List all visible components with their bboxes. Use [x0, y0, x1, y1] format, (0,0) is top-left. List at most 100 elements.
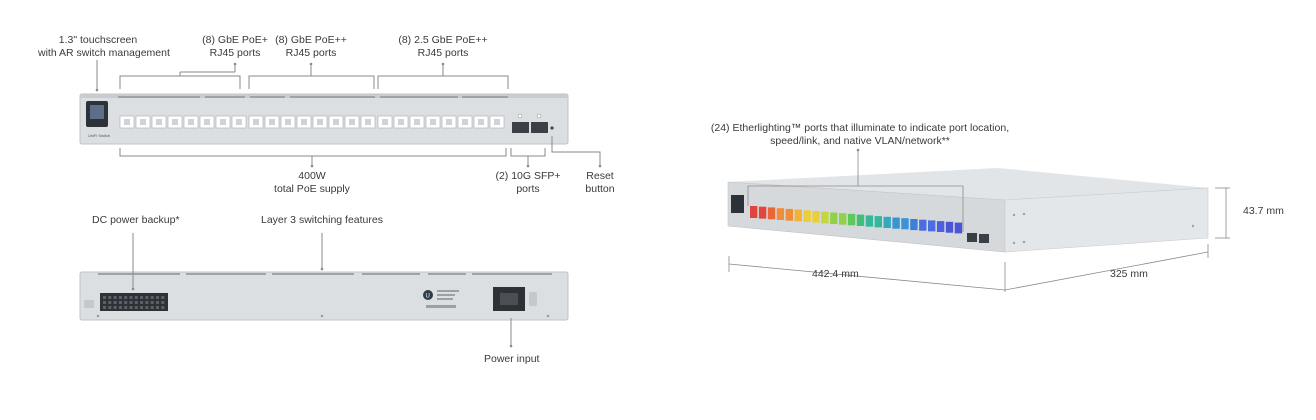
etherlighting-port: [750, 206, 758, 218]
rj45-port-contact: [269, 119, 275, 125]
rj45-port-contact: [317, 119, 323, 125]
power-input-label: Power input: [484, 353, 540, 365]
dc-pin: [108, 306, 112, 309]
etherlighting-port: [847, 213, 856, 226]
dc-pin: [150, 296, 154, 299]
rj45-port-contact: [446, 119, 452, 125]
svg-text:UniFi Switch: UniFi Switch: [88, 133, 110, 138]
rj45-port-contact: [365, 119, 371, 125]
dc-pin: [129, 296, 133, 299]
sfp-port-2[interactable]: [531, 122, 548, 133]
dc-pin: [103, 296, 106, 299]
front-vents: [118, 96, 508, 98]
rj45-port-contact: [156, 119, 162, 125]
etherlighting-port: [919, 219, 927, 231]
dc-pin: [140, 306, 144, 309]
sfp-label: (2) 10G SFP+ ports: [495, 170, 561, 195]
etherlighting-port: [883, 216, 891, 228]
dc-pin: [145, 296, 149, 299]
etherlighting-ports: [750, 206, 963, 234]
dc-pin: [140, 296, 144, 299]
rj45-port-contact: [333, 119, 339, 125]
etherlighting-port: [874, 216, 882, 228]
etherlighting-port: [812, 211, 820, 223]
reset-button[interactable]: [550, 126, 554, 130]
dc-pin: [161, 301, 165, 304]
etherlighting-port: [901, 218, 909, 230]
layer3-label: Layer 3 switching features: [261, 214, 383, 226]
dc-pin: [140, 301, 144, 304]
touchscreen-label: 1.3" touchscreen with AR switch manageme…: [38, 34, 170, 59]
dc-pin: [118, 296, 122, 299]
rj45-port-contact: [140, 119, 146, 125]
etherlighting-port: [954, 222, 963, 234]
rj45-port-contact: [430, 119, 436, 125]
etherlighting-port: [821, 211, 829, 224]
rj45-port-contact: [285, 119, 291, 125]
etherlighting-port: [839, 213, 847, 225]
dc-pin: [150, 301, 154, 304]
etherlighting-port: [794, 209, 802, 222]
dc-pin: [150, 306, 154, 309]
etherlighting-port: [910, 219, 918, 231]
dc-pin: [103, 301, 106, 304]
dc-pin: [134, 306, 138, 309]
etherlighting-port: [936, 221, 945, 232]
dc-pin: [129, 301, 133, 304]
dc-pin: [161, 296, 165, 299]
dc-pin: [145, 301, 149, 304]
rj45-port-contact: [301, 119, 307, 125]
dc-pin: [113, 301, 117, 304]
dc-pin: [118, 301, 122, 304]
dc-pin: [108, 296, 112, 299]
g25-poepp-label: (8) 2.5 GbE PoE++ RJ45 ports: [398, 34, 488, 59]
etherlighting-port: [776, 208, 785, 220]
front-rj45-ports: [119, 115, 505, 129]
etherlighting-port: [892, 217, 900, 229]
dc-pin: [156, 296, 159, 299]
dc-pin: [124, 306, 128, 309]
dc-backup-label: DC power backup*: [92, 214, 180, 226]
rj45-port-contact: [349, 119, 355, 125]
rj45-port-contact: [478, 119, 484, 125]
etherlighting-port: [803, 210, 811, 222]
dc-pin: [118, 306, 122, 309]
dc-pin: [113, 296, 117, 299]
dc-pin: [145, 306, 149, 309]
perspective-side: [1004, 187, 1209, 253]
height-dimension: 43.7 mm: [1243, 205, 1284, 217]
rj45-port-contact: [382, 119, 388, 125]
dc-pin: [134, 296, 138, 299]
rj45-port-contact: [414, 119, 420, 125]
etherlighting-port: [928, 220, 936, 232]
width-dimension: 442.4 mm: [812, 268, 859, 280]
gbe-poe-label: (8) GbE PoE+ RJ45 ports: [202, 34, 268, 59]
rj45-port-contact: [494, 119, 500, 125]
rj45-port-contact: [204, 119, 210, 125]
reset-label: Reset button: [585, 170, 615, 195]
rj45-port-contact: [398, 119, 404, 125]
rj45-port-contact: [124, 119, 130, 125]
rj45-port-contact: [253, 119, 259, 125]
dc-pin: [161, 306, 165, 309]
perspective-top: [728, 168, 1208, 200]
dc-pin: [124, 301, 128, 304]
gbe-poepp-label: (8) GbE PoE++ RJ45 ports: [275, 34, 347, 59]
dc-pin: [103, 306, 106, 309]
poe-supply-label: 400W total PoE supply: [274, 170, 350, 195]
etherlighting-port: [856, 214, 865, 226]
dc-pin: [124, 296, 128, 299]
rj45-port-contact: [236, 119, 242, 125]
dc-pin: [156, 306, 159, 309]
sfp-port-1[interactable]: [512, 122, 529, 133]
etherlighting-port: [945, 221, 954, 233]
etherlighting-port: [830, 212, 838, 224]
etherlighting-port: [767, 207, 776, 220]
persp-touchscreen-icon: [731, 195, 744, 213]
rj45-port-contact: [188, 119, 194, 125]
depth-dimension: 325 mm: [1110, 268, 1148, 280]
etherlighting-port: [785, 208, 793, 221]
etherlighting-port: [865, 215, 874, 227]
